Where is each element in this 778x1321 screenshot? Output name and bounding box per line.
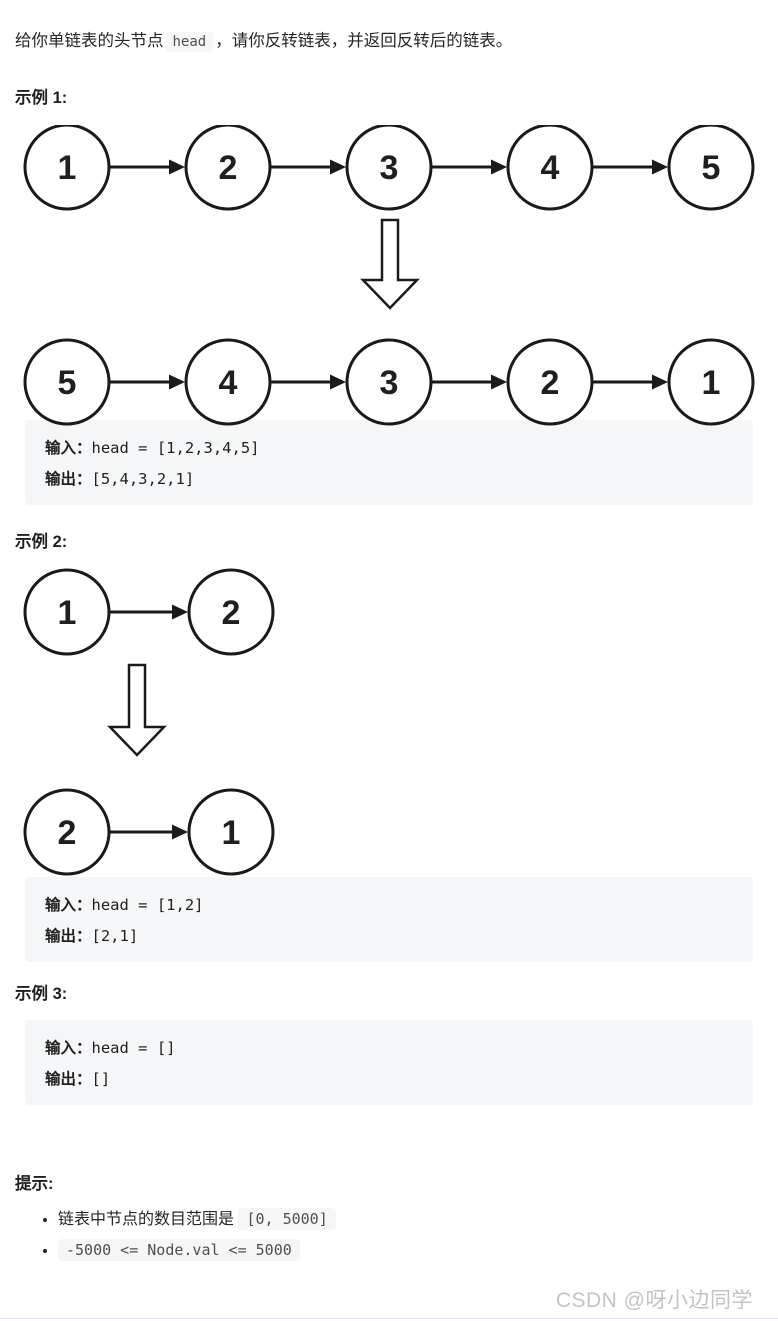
node-value: 4	[541, 149, 560, 187]
hint-code-value-range: -5000 <= Node.val <= 5000	[58, 1239, 300, 1261]
example-1-io-block: 输入：head = [1,2,3,4,5] 输出：[5,4,3,2,1]	[25, 420, 753, 505]
output-label: 输出：	[45, 471, 92, 488]
example-2-io-block: 输入：head = [1,2] 输出：[2,1]	[25, 877, 753, 962]
example-3-heading: 示例 3:	[15, 985, 68, 1003]
next-pointer-arrowhead	[652, 159, 668, 175]
next-pointer-arrowhead	[169, 374, 185, 390]
node-value: 4	[219, 364, 238, 402]
output-label: 输出：	[45, 1071, 92, 1088]
input-value: head = [1,2]	[91, 896, 204, 914]
input-value: head = []	[91, 1039, 176, 1057]
next-pointer-arrowhead	[330, 374, 346, 390]
example-1-output-line: 输出：[5,4,3,2,1]	[45, 464, 733, 495]
example-2-input-line: 输入：head = [1,2]	[45, 890, 733, 921]
hint-item-node-count: 链表中节点的数目范围是 [0, 5000]	[58, 1204, 763, 1235]
node-value: 2	[222, 594, 241, 632]
node-value: 5	[58, 364, 77, 402]
node-value: 2	[58, 814, 77, 852]
hint-text: 链表中节点的数目范围是	[58, 1211, 239, 1228]
node-value: 5	[702, 149, 721, 187]
input-label: 输入：	[45, 440, 92, 457]
next-pointer-arrowhead	[330, 159, 346, 175]
input-label: 输入：	[45, 897, 92, 914]
hints-list: 链表中节点的数目范围是 [0, 5000] -5000 <= Node.val …	[0, 1204, 763, 1266]
node-value: 3	[380, 364, 399, 402]
output-label: 输出：	[45, 928, 92, 945]
example-2-linked-list-diagram: 1 2 2 1	[23, 568, 275, 876]
node-value: 1	[58, 594, 77, 632]
node-value: 1	[58, 149, 77, 187]
node-value: 1	[702, 364, 721, 402]
node-value: 3	[380, 149, 399, 187]
inline-code-head: head	[165, 31, 214, 52]
node-value: 1	[222, 814, 241, 852]
example-3-output-line: 输出：[]	[45, 1064, 733, 1095]
next-pointer-arrowhead	[652, 374, 668, 390]
input-label: 输入：	[45, 1040, 92, 1057]
next-pointer-arrowhead	[172, 604, 188, 620]
node-value: 2	[541, 364, 560, 402]
next-pointer-arrowhead	[169, 159, 185, 175]
example-1-heading: 示例 1:	[15, 89, 68, 107]
statement-text-after: ，请你反转链表，并返回反转后的链表。	[215, 31, 513, 50]
hint-code-range: [0, 5000]	[238, 1208, 336, 1230]
transform-down-arrow	[107, 663, 167, 757]
transform-down-arrow	[360, 218, 420, 310]
statement-text-before: 给你单链表的头节点	[15, 31, 164, 50]
page-bottom-divider	[0, 1318, 778, 1319]
example-2-heading: 示例 2:	[15, 533, 68, 551]
example-1-input-line: 输入：head = [1,2,3,4,5]	[45, 433, 733, 464]
next-pointer-arrowhead	[172, 824, 188, 840]
list-node	[667, 125, 755, 211]
list-node	[187, 568, 275, 656]
example-3-input-line: 输入：head = []	[45, 1033, 733, 1064]
list-node	[187, 788, 275, 876]
hints-heading: 提示:	[15, 1175, 54, 1193]
input-value: head = [1,2,3,4,5]	[91, 439, 260, 457]
example-1-linked-list-diagram: 1 2 3 4 5 5 4 3 2 1	[23, 125, 755, 426]
node-value: 2	[219, 149, 238, 187]
list-node	[667, 338, 755, 426]
output-value: []	[91, 1070, 111, 1088]
hint-item-node-value: -5000 <= Node.val <= 5000	[58, 1235, 763, 1266]
next-pointer-arrowhead	[491, 159, 507, 175]
next-pointer-arrowhead	[491, 374, 507, 390]
csdn-watermark: CSDN @呀小边同学	[555, 1289, 753, 1312]
example-2-output-line: 输出：[2,1]	[45, 921, 733, 952]
example-3-io-block: 输入：head = [] 输出：[]	[25, 1020, 753, 1105]
output-value: [5,4,3,2,1]	[91, 470, 195, 488]
output-value: [2,1]	[91, 927, 139, 945]
